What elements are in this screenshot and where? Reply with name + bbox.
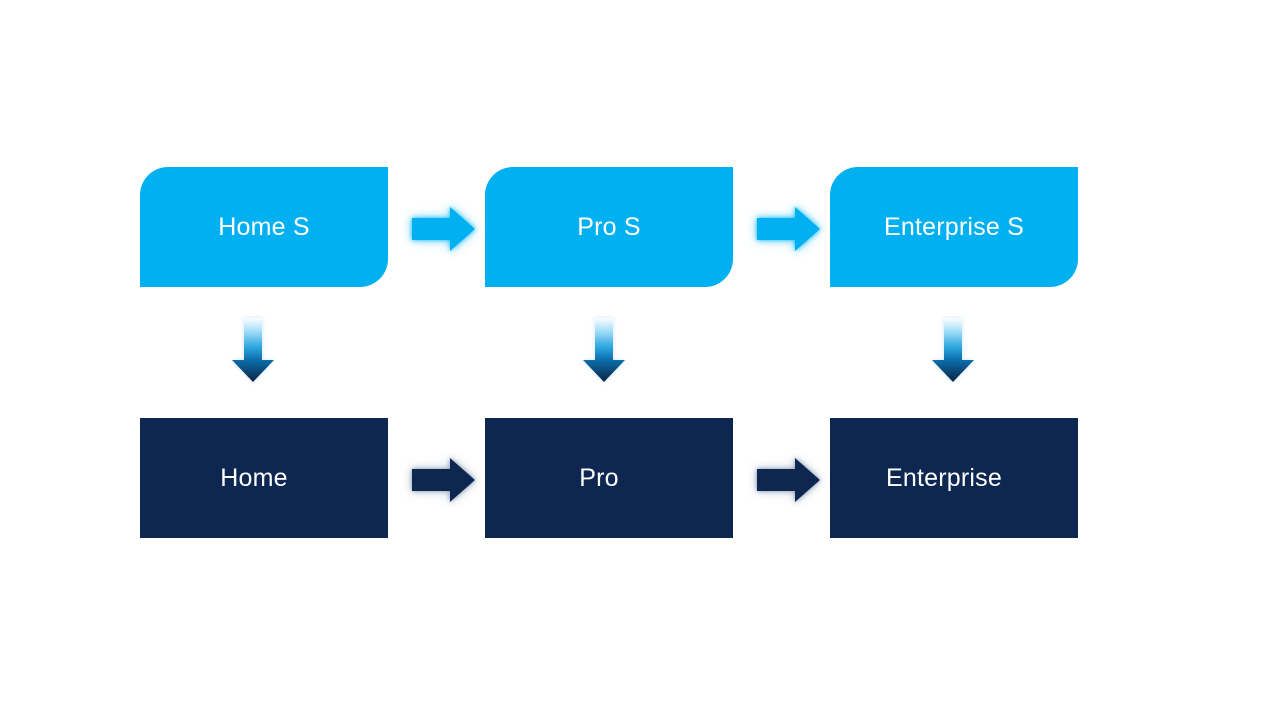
node-home-s: Home S [140, 167, 388, 287]
right-arrow-icon [412, 207, 475, 251]
down-arrow-icon [932, 318, 974, 382]
node-enterprise-s: Enterprise S [830, 167, 1078, 287]
node-home-s-label: Home S [218, 212, 310, 241]
node-enterprise-s-label: Enterprise S [884, 212, 1024, 241]
node-home-label: Home [220, 463, 288, 492]
node-pro-s: Pro S [485, 167, 733, 287]
node-pro: Pro [485, 418, 733, 538]
right-arrow-icon [757, 458, 820, 502]
node-home: Home [140, 418, 388, 538]
node-pro-label: Pro [579, 463, 619, 492]
node-pro-s-label: Pro S [577, 212, 641, 241]
node-enterprise-label: Enterprise [886, 463, 1002, 492]
right-arrow-icon [412, 458, 475, 502]
down-arrow-icon [583, 318, 625, 382]
right-arrow-icon [757, 207, 820, 251]
down-arrow-icon [232, 318, 274, 382]
node-enterprise: Enterprise [830, 418, 1078, 538]
